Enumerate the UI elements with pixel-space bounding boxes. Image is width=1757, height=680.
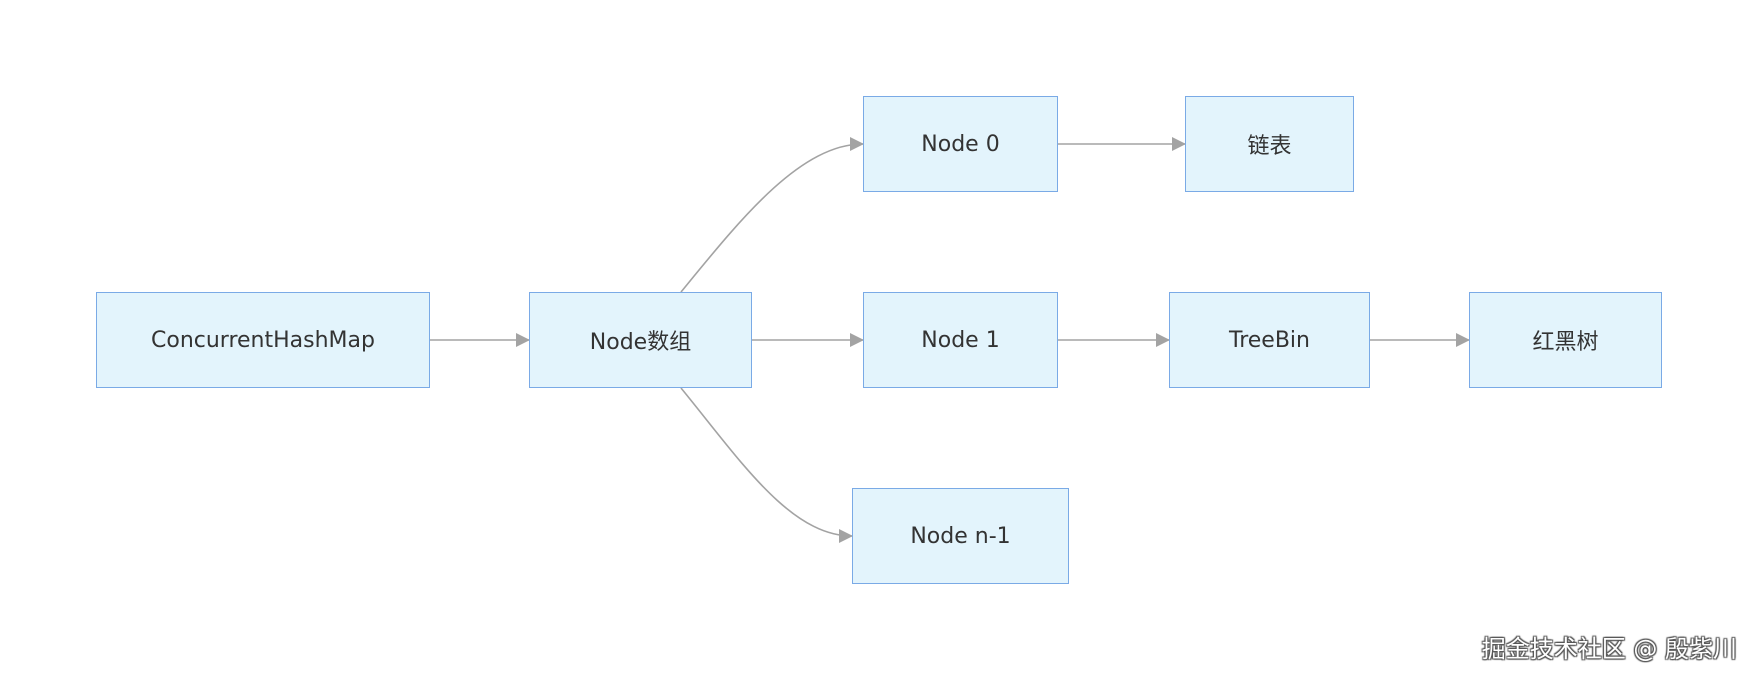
node-node-n-minus-1: Node n-1	[852, 488, 1069, 584]
node-linked-list: 链表	[1185, 96, 1354, 192]
node-label: TreeBin	[1229, 327, 1310, 353]
node-label: Node 1	[921, 327, 1000, 353]
watermark-text: 掘金技术社区 @ 殷紫川	[1481, 635, 1737, 663]
node-node-0: Node 0	[863, 96, 1058, 192]
node-treebin: TreeBin	[1169, 292, 1370, 388]
node-node-1: Node 1	[863, 292, 1058, 388]
node-label: 链表	[1247, 134, 1292, 159]
node-node-array: Node数组	[529, 292, 752, 388]
node-label: ConcurrentHashMap	[151, 327, 375, 353]
node-label: Node 0	[921, 131, 1000, 157]
node-label: Node数组	[589, 330, 692, 355]
edge-array-to-node0	[680, 137, 864, 293]
edge-array-to-noden	[680, 387, 853, 543]
node-red-black-tree: 红黑树	[1469, 292, 1662, 388]
node-label: Node n-1	[910, 523, 1011, 549]
node-concurrent-hash-map: ConcurrentHashMap	[96, 292, 430, 388]
node-label: 红黑树	[1532, 330, 1599, 355]
